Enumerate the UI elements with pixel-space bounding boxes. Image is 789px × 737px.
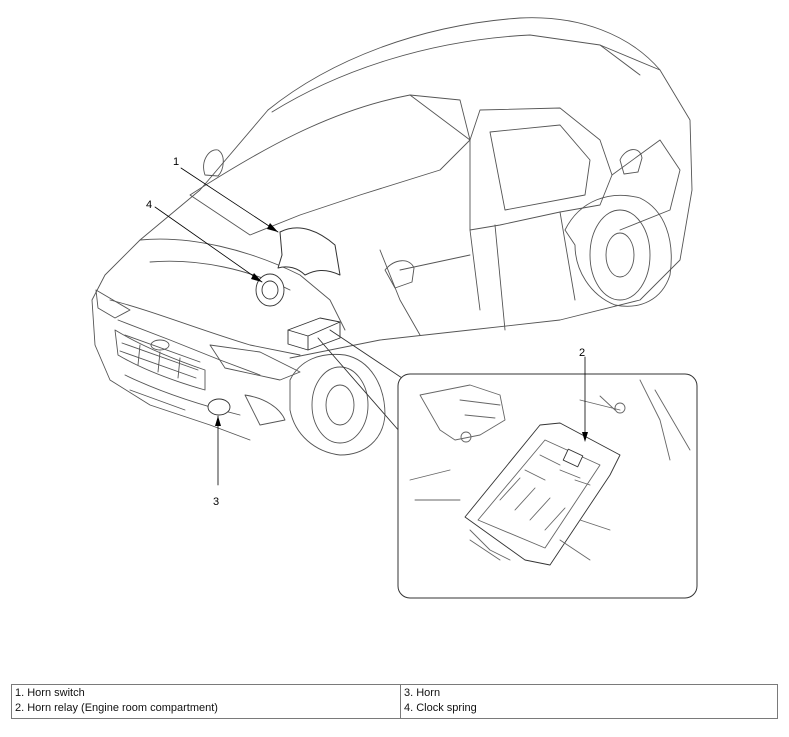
clock-spring-shape [255,273,285,307]
inset-contents [409,379,691,566]
legend-item-4: 4. Clock spring [404,702,477,714]
relay-box-location [287,317,341,351]
horn-switch-shape [277,227,341,276]
legend-item-3: 3. Horn [404,687,441,699]
legend-table: 1. Horn switch 2. Horn relay (Engine roo… [11,684,778,719]
legend-cell-left: 1. Horn switch 2. Horn relay (Engine roo… [11,684,401,719]
legend-cell-right: 3. Horn 4. Clock spring [400,684,778,719]
vehicle-diagram: 1 4 3 2 [91,17,698,599]
legend-item-2: 2. Horn relay (Engine room compartment) [15,702,218,714]
legend-item-1: 1. Horn switch [15,687,85,699]
callout-4: 4 [146,199,152,211]
horn-shape [207,398,231,416]
callout-3: 3 [213,496,219,508]
callout-2: 2 [579,347,585,359]
car-outline [91,17,693,456]
callout-1: 1 [173,156,179,168]
